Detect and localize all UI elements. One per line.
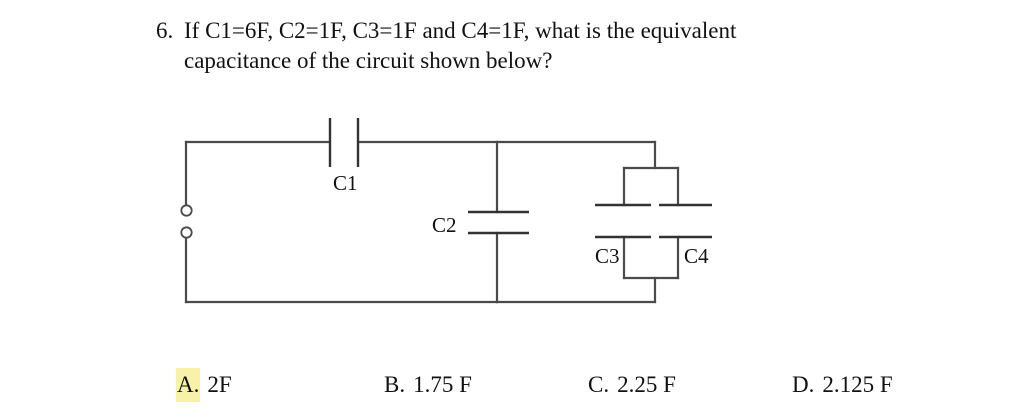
question-line-2: capacitance of the circuit shown below? — [184, 48, 553, 73]
answer-letter-d: D. — [792, 372, 815, 397]
component-label-c4: C4 — [684, 244, 709, 268]
answer-value-b: 1.75 F — [413, 372, 472, 397]
component-label-c3: C3 — [595, 244, 620, 268]
question-line-1: If C1=6F, C2=1F, C3=1F and C4=1F, what i… — [184, 18, 737, 43]
question-row: 6. If C1=6F, C2=1F, C3=1F and C4=1F, wha… — [156, 16, 916, 76]
answer-letter-a: A. — [176, 368, 201, 402]
answer-option-c[interactable]: C. 2.25 F — [587, 368, 676, 402]
answer-value-c: 2.25 F — [617, 372, 676, 397]
terminal-bottom-icon — [180, 226, 193, 239]
answer-option-b[interactable]: B. 1.75 F — [383, 368, 472, 402]
question-block: 6. If C1=6F, C2=1F, C3=1F and C4=1F, wha… — [156, 16, 916, 76]
answer-value-a: 2F — [207, 372, 232, 397]
component-label-c2: C2 — [432, 213, 457, 237]
terminal-top-icon — [180, 204, 193, 217]
answer-option-a[interactable]: A. 2F — [176, 368, 232, 402]
answer-option-d[interactable]: D. 2.125 F — [791, 368, 893, 402]
answer-letter-c: C. — [588, 372, 610, 397]
component-label-c1: C1 — [333, 171, 358, 195]
answer-letter-b: B. — [384, 372, 406, 397]
question-text: If C1=6F, C2=1F, C3=1F and C4=1F, what i… — [184, 16, 916, 76]
answer-options-row: A. 2F B. 1.75 F C. 2.25 F D. 2.125 F — [0, 368, 1024, 408]
answer-value-d: 2.125 F — [822, 372, 893, 397]
question-number: 6. — [156, 18, 174, 43]
